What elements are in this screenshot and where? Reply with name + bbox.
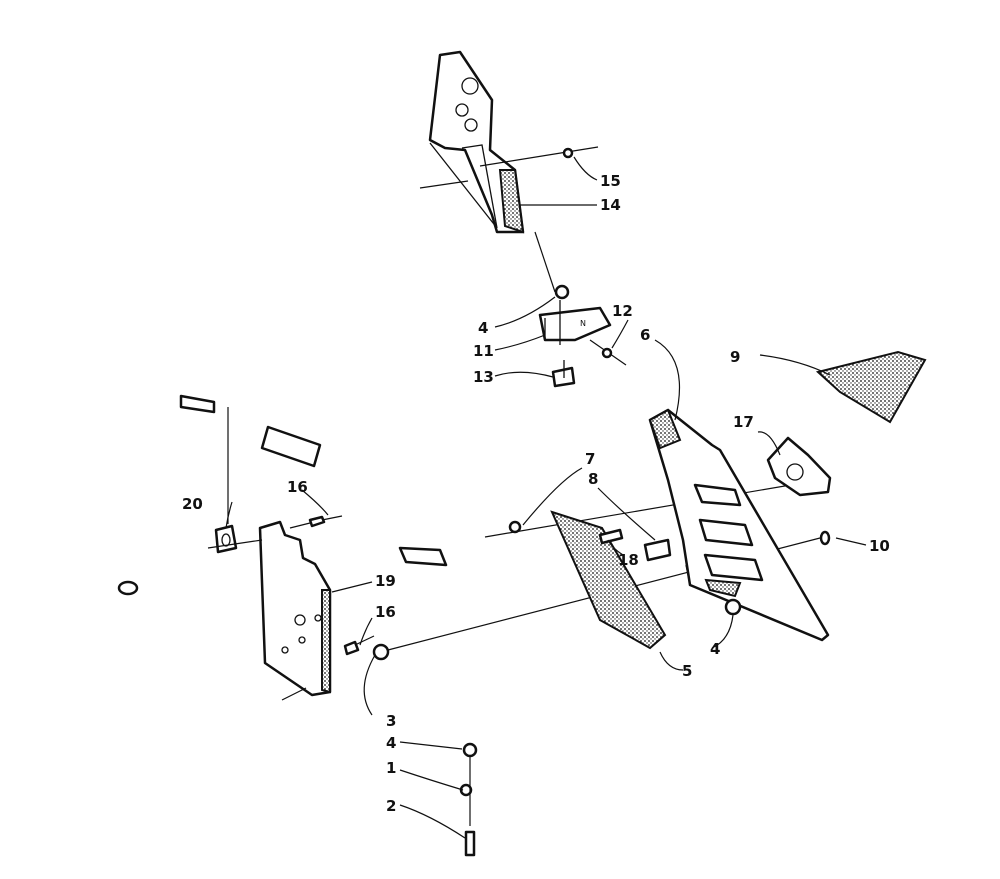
callout-16-lower: 16 <box>375 603 396 621</box>
callout-1: 1 <box>386 759 396 777</box>
bolt-part-15 <box>419 146 599 189</box>
mount-bracket-part-11: N <box>538 300 612 345</box>
nut-part-3 <box>372 643 390 661</box>
svg-text:N: N <box>580 319 586 328</box>
callout-4-lower: 4 <box>386 734 396 752</box>
callout-4-upper: 4 <box>478 319 488 337</box>
callout-2: 2 <box>386 797 396 815</box>
nut-part-4-right <box>724 598 742 616</box>
alignment-line-middle <box>484 479 821 538</box>
panel-part-9 <box>815 350 927 424</box>
callout-16-upper: 16 <box>287 478 308 496</box>
rivet-part-16-lower <box>343 635 375 656</box>
upper-bracket-part-14 <box>428 50 525 234</box>
callout-18: 18 <box>618 551 639 569</box>
callout-20: 20 <box>182 495 203 513</box>
callout-8: 8 <box>588 470 598 488</box>
callout-6: 6 <box>640 326 650 344</box>
callout-13: 13 <box>473 368 494 386</box>
callout-14: 14 <box>600 196 621 214</box>
callout-12: 12 <box>612 302 633 320</box>
bracket-part-17 <box>766 436 832 497</box>
side-panel-part-6 <box>648 408 830 642</box>
handlebar-tube <box>93 367 535 797</box>
callout-3: 3 <box>386 712 396 730</box>
bolt-part-12 <box>589 339 627 366</box>
clamp-part-20 <box>207 407 263 554</box>
panel-part-5 <box>550 510 667 650</box>
callout-15: 15 <box>600 172 621 190</box>
leader-lines <box>225 156 867 839</box>
plate-part-13 <box>551 360 576 388</box>
bolt-part-2 <box>464 756 476 857</box>
callout-7: 7 <box>585 450 595 468</box>
alignment-line <box>534 231 556 293</box>
washer-part-7 <box>508 520 522 534</box>
plate-part-19 <box>258 520 332 697</box>
alignment-line-lower <box>281 687 307 701</box>
block-part-8 <box>643 538 672 562</box>
nut-part-4-lower <box>462 742 478 758</box>
callout-11: 11 <box>473 342 494 360</box>
pin-part-18 <box>598 528 624 545</box>
callout-4-right: 4 <box>710 640 720 658</box>
nut-part-4-upper <box>554 284 570 300</box>
callout-5: 5 <box>682 662 692 680</box>
callout-19: 19 <box>375 572 396 590</box>
rivet-part-16-upper <box>289 515 343 529</box>
callout-10: 10 <box>869 537 890 555</box>
callout-17: 17 <box>733 413 754 431</box>
callout-9: 9 <box>730 348 740 366</box>
bolt-part-10 <box>819 530 831 546</box>
